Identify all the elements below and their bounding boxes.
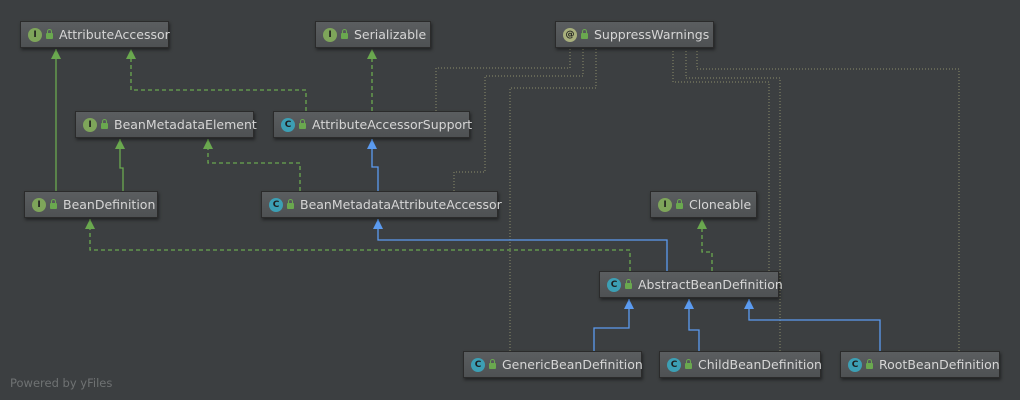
- interface-icon: I: [83, 117, 97, 132]
- interface-icon: I: [28, 27, 42, 42]
- node-root-bean-definition[interactable]: C RootBeanDefinition: [840, 351, 1000, 378]
- edge-root-bean-definition-to-abstract-bean-definition: [748, 299, 881, 351]
- edge-child-bean-definition-to-abstract-bean-definition-arrowhead: [684, 299, 694, 309]
- node-attribute-accessor[interactable]: I AttributeAccessor: [20, 21, 170, 48]
- lock-icon: [287, 199, 294, 209]
- edge-abstract-bean-definition-to-bean-definition: [89, 219, 631, 271]
- edge-bean-definition-to-bean-metadata-element: [119, 139, 124, 191]
- edge-bean-definition-to-attribute-accessor-arrowhead: [51, 49, 61, 59]
- edge-attribute-accessor-support-to-suppress-warnings: [435, 49, 571, 111]
- node-label: Serializable: [354, 27, 427, 42]
- node-label: GenericBeanDefinition: [502, 357, 643, 372]
- edge-bean-metadata-attribute-accessor-to-bean-metadata-element-arrowhead: [203, 139, 213, 149]
- edge-generic-bean-definition-to-suppress-warnings: [509, 49, 597, 351]
- node-label: AttributeAccessorSupport: [312, 117, 473, 132]
- node-label: Cloneable: [689, 197, 752, 212]
- node-bean-metadata-attribute-accessor[interactable]: C BeanMetadataAttributeAccessor: [261, 191, 502, 218]
- lock-icon: [299, 119, 306, 129]
- edge-abstract-bean-definition-to-bean-definition-arrowhead: [85, 219, 95, 229]
- annotation-icon: @: [563, 27, 577, 42]
- edge-child-bean-definition-to-abstract-bean-definition: [688, 299, 700, 351]
- node-label: BeanMetadataAttributeAccessor: [300, 197, 502, 212]
- node-label: SuppressWarnings: [594, 27, 710, 42]
- node-attribute-accessor-support[interactable]: C AttributeAccessorSupport: [273, 111, 473, 138]
- node-generic-bean-definition[interactable]: C GenericBeanDefinition: [463, 351, 643, 378]
- lock-icon: [581, 29, 588, 39]
- edge-abstract-bean-definition-to-bean-metadata-attribute-accessor: [377, 219, 668, 271]
- lock-icon: [46, 29, 53, 39]
- interface-icon: I: [658, 197, 672, 212]
- edge-generic-bean-definition-to-abstract-bean-definition: [593, 299, 630, 351]
- edge-abstract-bean-definition-to-bean-metadata-attribute-accessor-arrowhead: [373, 219, 383, 229]
- edge-attribute-accessor-support-to-serializable-arrowhead: [367, 49, 377, 59]
- lock-icon: [685, 359, 692, 369]
- edge-root-bean-definition-to-suppress-warnings: [696, 49, 960, 351]
- lock-icon: [625, 279, 632, 289]
- node-cloneable[interactable]: I Cloneable: [650, 191, 757, 218]
- node-label: BeanDefinition: [63, 197, 156, 212]
- lock-icon: [866, 359, 873, 369]
- edge-bean-metadata-attribute-accessor-to-suppress-warnings: [453, 49, 584, 191]
- node-bean-metadata-element[interactable]: I BeanMetadataElement: [75, 111, 257, 138]
- lock-icon: [676, 199, 683, 209]
- node-child-bean-definition[interactable]: C ChildBeanDefinition: [659, 351, 822, 378]
- edge-abstract-bean-definition-to-suppress-warnings: [672, 49, 770, 271]
- node-label: AttributeAccessor: [59, 27, 170, 42]
- edge-bean-definition-to-bean-metadata-element-arrowhead: [115, 139, 125, 149]
- interface-icon: I: [32, 197, 46, 212]
- edge-root-bean-definition-to-abstract-bean-definition-arrowhead: [744, 299, 754, 309]
- edge-bean-metadata-attribute-accessor-to-attribute-accessor-support-arrowhead: [367, 139, 377, 149]
- node-serializable[interactable]: I Serializable: [315, 21, 431, 48]
- lock-icon: [50, 199, 57, 209]
- edge-abstract-bean-definition-to-cloneable: [701, 219, 713, 271]
- edge-child-bean-definition-to-suppress-warnings: [685, 49, 781, 351]
- lock-icon: [101, 119, 108, 129]
- node-label: RootBeanDefinition: [879, 357, 1000, 372]
- node-label: AbstractBeanDefinition: [638, 277, 783, 292]
- class-icon: C: [848, 357, 862, 372]
- footer-credit: Powered by yFiles: [10, 376, 113, 390]
- edge-attribute-accessor-support-to-attribute-accessor-arrowhead: [126, 49, 136, 59]
- class-icon: C: [471, 357, 485, 372]
- edge-bean-metadata-attribute-accessor-to-attribute-accessor-support: [371, 139, 379, 191]
- edge-generic-bean-definition-to-abstract-bean-definition-arrowhead: [624, 299, 634, 309]
- lock-icon: [341, 29, 348, 39]
- interface-icon: I: [323, 27, 337, 42]
- node-bean-definition[interactable]: I BeanDefinition: [24, 191, 158, 218]
- edge-bean-metadata-attribute-accessor-to-bean-metadata-element: [207, 139, 301, 191]
- node-suppress-warnings[interactable]: @ SuppressWarnings: [555, 21, 714, 48]
- class-icon: C: [269, 197, 283, 212]
- edge-abstract-bean-definition-to-cloneable-arrowhead: [697, 219, 707, 229]
- node-label: ChildBeanDefinition: [698, 357, 822, 372]
- abstract-class-icon: C: [281, 117, 295, 132]
- abstract-class-icon: C: [607, 277, 621, 292]
- class-icon: C: [667, 357, 681, 372]
- edge-attribute-accessor-support-to-attribute-accessor: [130, 49, 307, 111]
- node-label: BeanMetadataElement: [114, 117, 257, 132]
- node-abstract-bean-definition[interactable]: C AbstractBeanDefinition: [599, 271, 783, 298]
- lock-icon: [489, 359, 496, 369]
